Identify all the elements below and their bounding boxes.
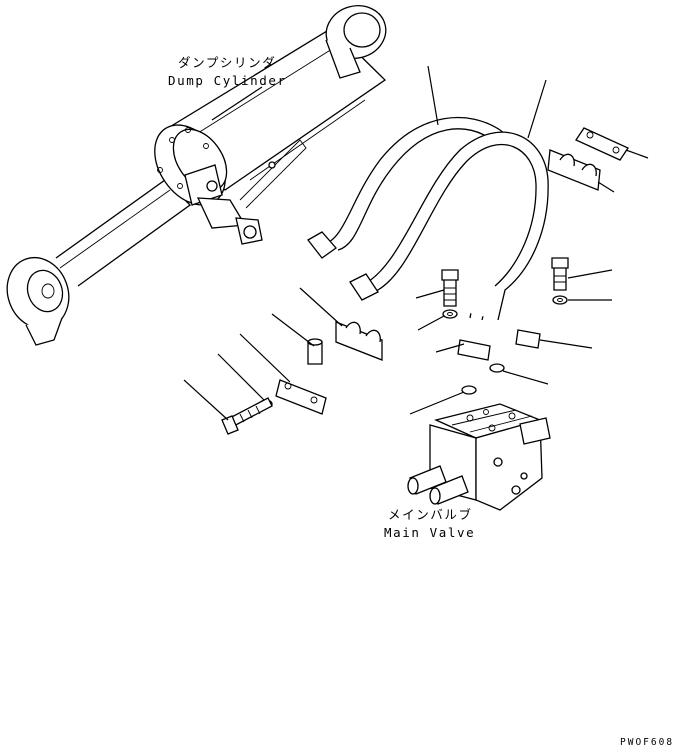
bolt-center <box>441 269 459 307</box>
main-valve-label-jp: メインバルブ <box>388 507 473 522</box>
leader-lines <box>183 65 649 421</box>
dump-cylinder <box>6 5 387 346</box>
washer-right <box>552 295 568 305</box>
main-valve <box>407 403 551 511</box>
clamp-halves-center <box>457 329 541 361</box>
o-rings <box>461 363 505 395</box>
dump-cylinder-label-en: Dump Cylinder <box>168 73 287 88</box>
drawing-code: PWOF608 <box>620 737 675 748</box>
hydraulic-hoses <box>307 116 549 321</box>
main-valve-label-en: Main Valve <box>384 525 476 540</box>
washer-center <box>442 309 458 319</box>
dump-cylinder-label-jp: ダンプシリンダ <box>178 55 277 70</box>
clamp-plate-top <box>575 127 629 161</box>
hose-clamp-top <box>547 149 601 191</box>
clamp-plate-left <box>275 379 327 415</box>
bolt-right <box>551 257 569 291</box>
hose-clamp-left <box>335 321 383 361</box>
bolt-left <box>221 397 273 435</box>
